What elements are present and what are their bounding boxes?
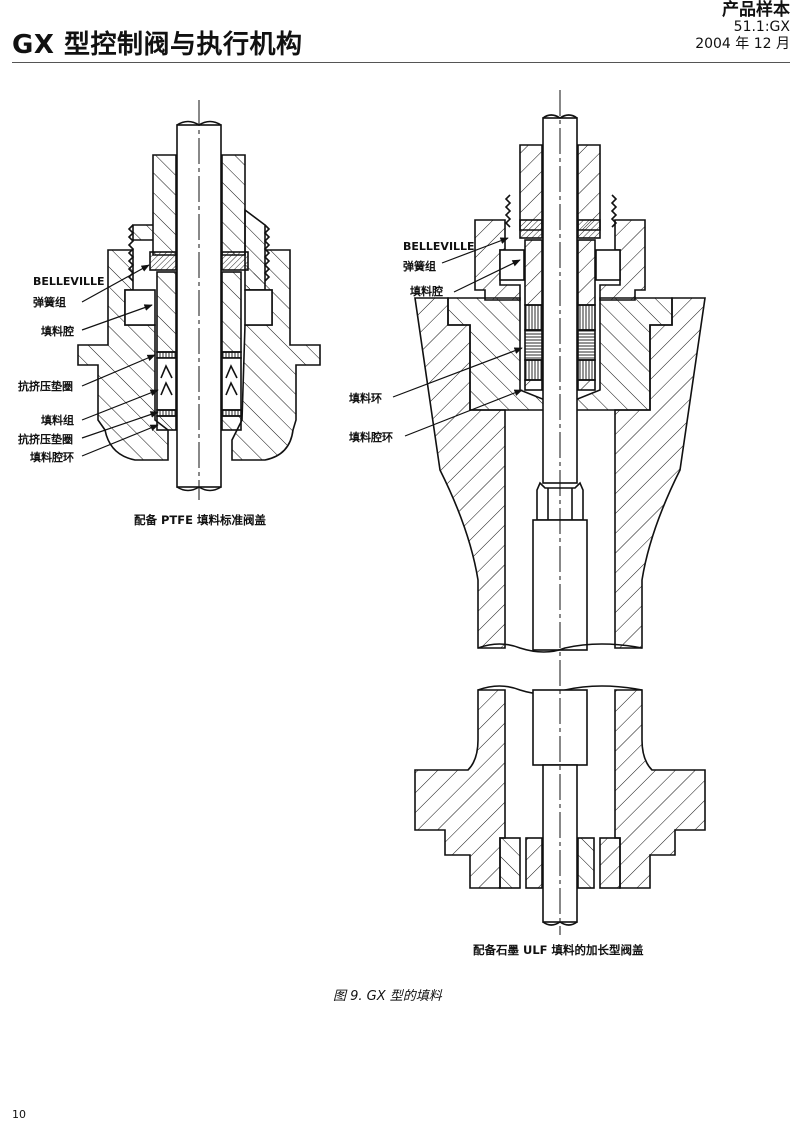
label-packing-set: 填料组	[41, 414, 74, 427]
label-anti-extrusion-washer-2: 抗挤压垫圈	[18, 433, 73, 446]
lower-body-left	[414, 689, 506, 889]
page-number: 10	[12, 1108, 26, 1121]
label-belleville-left: BELLEVILLE	[33, 275, 105, 288]
document-type: 产品样本	[722, 0, 790, 20]
label-belleville-right: BELLEVILLE	[403, 240, 475, 253]
document-number: 51.1:GX	[733, 19, 790, 35]
extension-body-left	[414, 297, 506, 649]
document-date: 2004 年 12 月	[695, 36, 790, 52]
figure-caption: 图 9. GX 型的填料	[333, 989, 442, 1004]
caption-standard-bonnet: 配备 PTFE 填料标准阀盖	[134, 513, 266, 527]
header-divider	[12, 62, 790, 63]
packing-follower-left	[132, 154, 177, 256]
belleville-right	[221, 251, 249, 271]
label-packing-box-ring-right: 填料腔环	[349, 431, 393, 444]
extension-bonnet-drawing	[414, 90, 706, 935]
label-packing-ring: 填料环	[349, 392, 382, 405]
extension-body-right	[614, 297, 706, 649]
standard-bonnet-drawing	[77, 100, 321, 500]
label-packing-box-left: 填料腔	[41, 325, 74, 338]
label-anti-extrusion-washer-1: 抗挤压垫圈	[18, 380, 73, 393]
label-spring-set-right: 弹簧组	[403, 260, 436, 273]
caption-extension-bonnet: 配备石墨 ULF 填料的加长型阀盖	[473, 943, 644, 957]
label-spring-set-left: 弹簧组	[33, 296, 66, 309]
label-packing-box-right: 填料腔	[410, 285, 443, 298]
document-meta: 产品样本 51.1:GX 2004 年 12 月	[695, 2, 790, 53]
bonnet-body-right	[231, 249, 321, 461]
packing-follower-right	[221, 154, 246, 256]
label-packing-box-ring-left: 填料腔环	[30, 451, 74, 464]
right-leaders	[392, 237, 523, 437]
lower-body-right	[614, 689, 706, 889]
left-leaders	[81, 264, 159, 457]
belleville-left	[149, 251, 177, 271]
document-title: GX 型控制阀与执行机构	[12, 30, 303, 60]
